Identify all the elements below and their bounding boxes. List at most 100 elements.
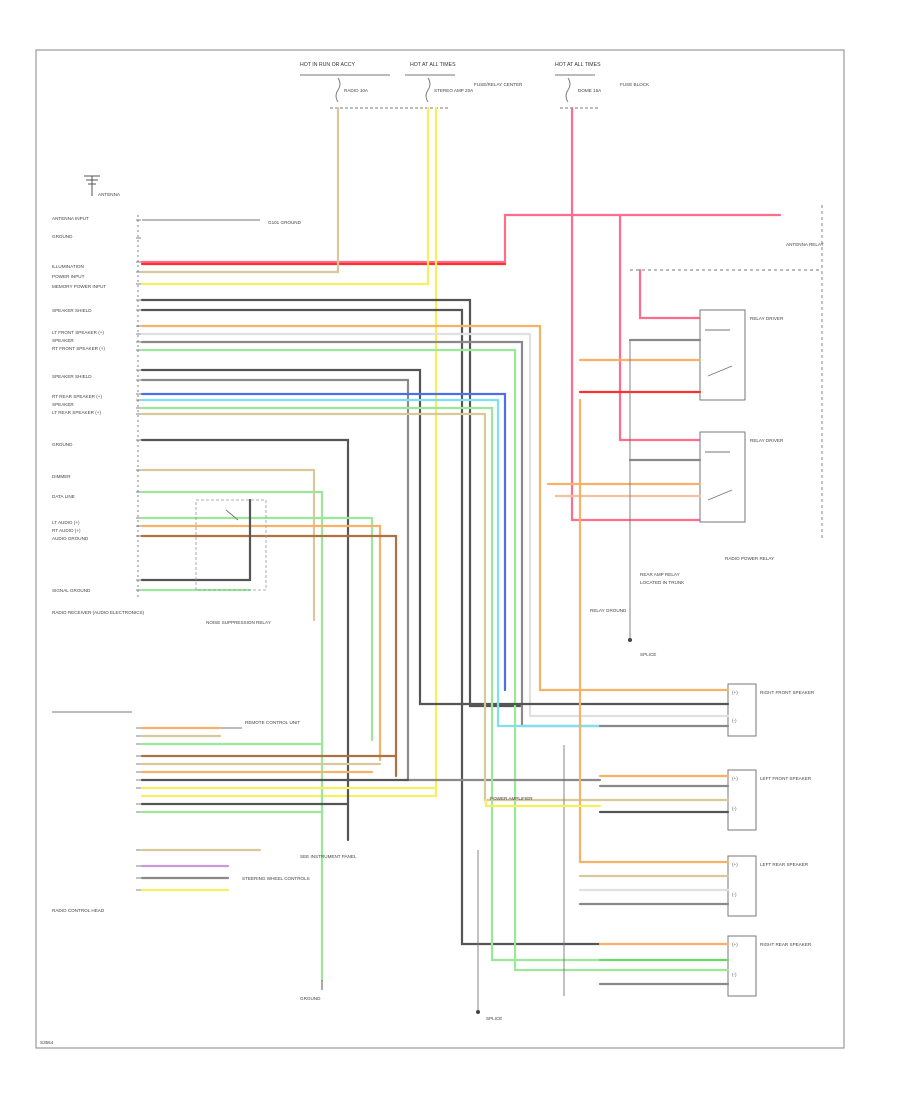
radio-label-antenna-input: ANTENNA INPUT: [52, 216, 89, 221]
radio-label-audio-ground: AUDIO GROUND: [52, 536, 89, 541]
wire-pink-dome: [570, 106, 702, 522]
wire-blue-rt-rear: [140, 392, 507, 692]
remote-b-label: STEERING WHEEL CONTROLS: [242, 876, 310, 881]
top-label-hot-all-a: HOT AT ALL TIMES: [410, 62, 456, 68]
footer-code: S3564: [40, 1040, 54, 1045]
wire-dkgray-signal-gnd: [140, 498, 252, 582]
radio-label-rt-front: RT FRONT SPEAKER (+): [52, 346, 105, 351]
svg-text:(+): (+): [732, 690, 738, 695]
svg-text:(-): (-): [732, 718, 737, 723]
svg-text:(+): (+): [732, 862, 738, 867]
noise-relay-switch: [225, 509, 239, 521]
svg-text:DOME 15A: DOME 15A: [578, 88, 602, 93]
svg-text:RIGHT REAR SPEAKER: RIGHT REAR SPEAKER: [760, 942, 812, 947]
fuse-dome: DOME 15A: [565, 77, 602, 103]
fuse-radio: RADIO 10A: [335, 77, 369, 103]
svg-text:RIGHT FRONT SPEAKER: RIGHT FRONT SPEAKER: [760, 690, 815, 695]
speaker-rt-front: RIGHT FRONT SPEAKER (+) (-): [727, 683, 815, 737]
wire-pink-relay-a: [638, 268, 702, 320]
svg-text:LEFT REAR SPEAKER: LEFT REAR SPEAKER: [760, 862, 809, 867]
wire-yellow-amp-fuse-b: [140, 106, 438, 798]
bottom-splice-note: SPLICE: [486, 1016, 502, 1021]
remote-box-label: REMOTE CONTROL UNIT: [245, 720, 300, 725]
svg-text:(-): (-): [732, 972, 737, 977]
radio-label-lt-front: LT FRONT SPEAKER (+): [52, 330, 104, 335]
svg-text:(-): (-): [732, 806, 737, 811]
relay-ground-dot: [628, 638, 632, 642]
wire-tan-radio-fuse: [140, 106, 340, 274]
splice-note: SPLICE: [640, 652, 656, 657]
wire-brown-audio-gnd: [140, 534, 398, 778]
ignition-caption: NOISE SUPPRESSION RELAY: [206, 620, 271, 625]
fuse-block-label-2: FUSE BLOCK: [620, 82, 650, 87]
radio-label-rt-rear: RT REAR SPEAKER (+): [52, 394, 102, 399]
svg-text:LEFT FRONT SPEAKER: LEFT FRONT SPEAKER: [760, 776, 812, 781]
radio-label-speaker-1: SPEAKER: [52, 338, 74, 343]
wire-dkgray-shield-3: [140, 368, 602, 706]
fuse-block-label-1: FUSE/RELAY CENTER: [474, 82, 523, 87]
wire-ltgreen-rt-front: [140, 348, 602, 972]
rr-relay-note: LOCATED IN TRUNK: [640, 580, 685, 585]
wire-dkgray-ground: [140, 438, 350, 842]
relay-b-switch: [707, 489, 733, 501]
relay-a-box: [699, 309, 746, 401]
radio-label-memory-power: MEMORY POWER INPUT: [52, 284, 106, 289]
radio-label-speaker-shield-1: SPEAKER SHIELD: [52, 308, 92, 313]
wire-ltgreen-data: [140, 490, 324, 982]
wire-white-lt-front: [140, 332, 602, 718]
wire-orange-audio-rt: [140, 524, 382, 762]
relay-b-label: RELAY DRIVER: [750, 438, 784, 443]
radio-label-lt-audio: LT AUDIO (+): [52, 520, 80, 525]
wire-pink-relay-b: [618, 213, 702, 442]
rr-relay-caption: REAR AMP RELAY: [640, 572, 680, 577]
speaker-lt-rear: LEFT REAR SPEAKER (+) (-): [727, 855, 809, 917]
radio-label-dimmer: DIMMER: [52, 474, 71, 479]
diagram-frame: [35, 49, 845, 1049]
wire-pink-power: [140, 213, 782, 264]
relay-a-switch: [707, 365, 733, 377]
svg-text:(+): (+): [732, 776, 738, 781]
antenna-icon: [84, 175, 100, 196]
wire-ltblue-rt-rear: [140, 398, 602, 728]
amp-label: POWER AMPLIFIER: [490, 796, 533, 801]
fuse-amp: STEREO AMP 20A: [425, 77, 474, 103]
radio-label-rt-audio: RT AUDIO (+): [52, 528, 81, 533]
svg-text:(+): (+): [732, 942, 738, 947]
radio-label-power-input: POWER INPUT: [52, 274, 85, 279]
radio-label-speaker-shield-2: SPEAKER SHIELD: [52, 374, 92, 379]
relay-b-box: [699, 431, 746, 523]
wire-dkgray-shield-1: [140, 298, 522, 708]
radio-pins: [136, 219, 141, 591]
wire-ltgreen-audio-lt: [140, 516, 374, 742]
svg-text:RADIO 10A: RADIO 10A: [344, 88, 369, 93]
speaker-rt-rear: RIGHT REAR SPEAKER (+) (-): [727, 935, 812, 997]
radio-label-illumination: ILLUMINATION: [52, 264, 84, 269]
wire-yellow-amp-fuse-a: [140, 106, 430, 286]
wire-ltgreen-rear: [140, 406, 602, 962]
svg-text:(-): (-): [732, 892, 737, 897]
wire-yellow-spk: [484, 798, 602, 808]
remote-pins-b: [136, 849, 141, 891]
wire-tan-lt-rear: [140, 412, 602, 802]
bottom-splice-dot: [476, 1010, 480, 1014]
remote-caption: RADIO CONTROL HEAD: [52, 908, 105, 913]
remote-pins-a: [136, 727, 141, 813]
wire-gray-rear: [140, 378, 602, 782]
bottom-ground-note: GROUND: [300, 996, 321, 1001]
svg-text:STEREO AMP 20A: STEREO AMP 20A: [434, 88, 474, 93]
antenna-label: ANTENNA: [98, 192, 121, 197]
radio-receiver-labels: ANTENNA INPUT GROUND ILLUMINATION POWER …: [52, 216, 106, 593]
wire-orange-lt-front: [140, 324, 602, 692]
top-label-hot-all-b: HOT AT ALL TIMES: [555, 62, 601, 68]
noise-relay-box: [195, 499, 267, 591]
wire-tan-dimmer: [140, 468, 316, 622]
ground-note-top: G101 GROUND: [268, 220, 302, 225]
radio-label-lt-rear: LT REAR SPEAKER (+): [52, 410, 101, 415]
antenna-relay-label: ANTENNA RELAY: [786, 242, 824, 247]
relay-a-label: RELAY DRIVER: [750, 316, 784, 321]
radio-label-ground-2: GROUND: [52, 442, 73, 447]
radio-label-signal-ground: SIGNAL GROUND: [52, 588, 91, 593]
radio-label-ground-1: GROUND: [52, 234, 73, 239]
wire-dkgray-shield-2: [140, 308, 602, 946]
